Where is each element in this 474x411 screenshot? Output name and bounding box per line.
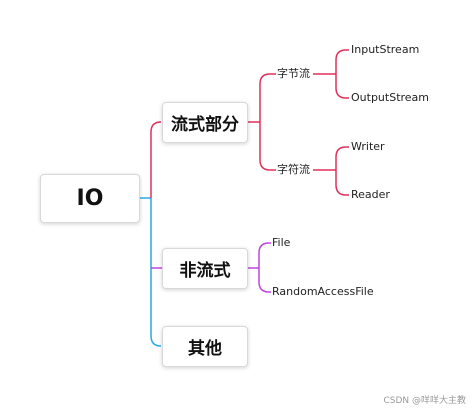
writer-connector	[335, 146, 349, 170]
node-char-stream[interactable]: 字符流	[277, 163, 310, 176]
root-node[interactable]: IO	[40, 174, 140, 223]
node-file[interactable]: File	[272, 236, 291, 249]
node-inputstream[interactable]: InputStream	[351, 43, 420, 56]
node-stream[interactable]: 流式部分	[162, 102, 248, 143]
inputstream-connector	[335, 49, 349, 74]
node-byte-stream[interactable]: 字节流	[277, 67, 310, 80]
raf-connector	[258, 268, 271, 293]
node-other[interactable]: 其他	[162, 326, 248, 367]
node-writer[interactable]: Writer	[351, 140, 385, 153]
outputstream-connector	[335, 74, 349, 99]
branch-connector-stream	[150, 121, 162, 198]
watermark: CSDN @咩咩大主教	[383, 396, 466, 406]
char-stream-connector	[259, 122, 276, 171]
reader-connector	[335, 170, 349, 196]
node-random-access-file[interactable]: RandomAccessFile	[272, 285, 374, 298]
node-reader[interactable]: Reader	[351, 188, 390, 201]
file-connector	[258, 242, 271, 268]
spine-connector	[150, 198, 162, 347]
node-non-stream[interactable]: 非流式	[162, 248, 248, 289]
node-outputstream[interactable]: OutputStream	[351, 91, 430, 104]
byte-stream-connector	[259, 73, 276, 122]
